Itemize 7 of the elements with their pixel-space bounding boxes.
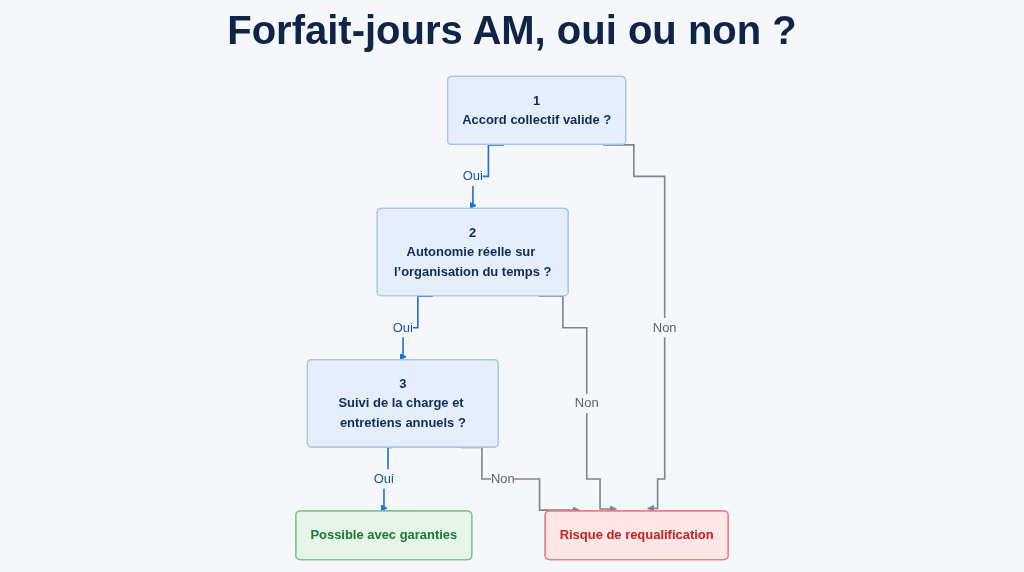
edge-label: Non [652,320,677,335]
diagram-title: Forfait-jours AM, oui ou non ? [226,8,798,53]
edge-label: Non [490,471,515,486]
edge-label: Oui [373,471,394,486]
edge-label: Non [574,396,599,410]
edge-label: Oui [392,320,413,335]
edge-label: Oui [462,169,483,183]
